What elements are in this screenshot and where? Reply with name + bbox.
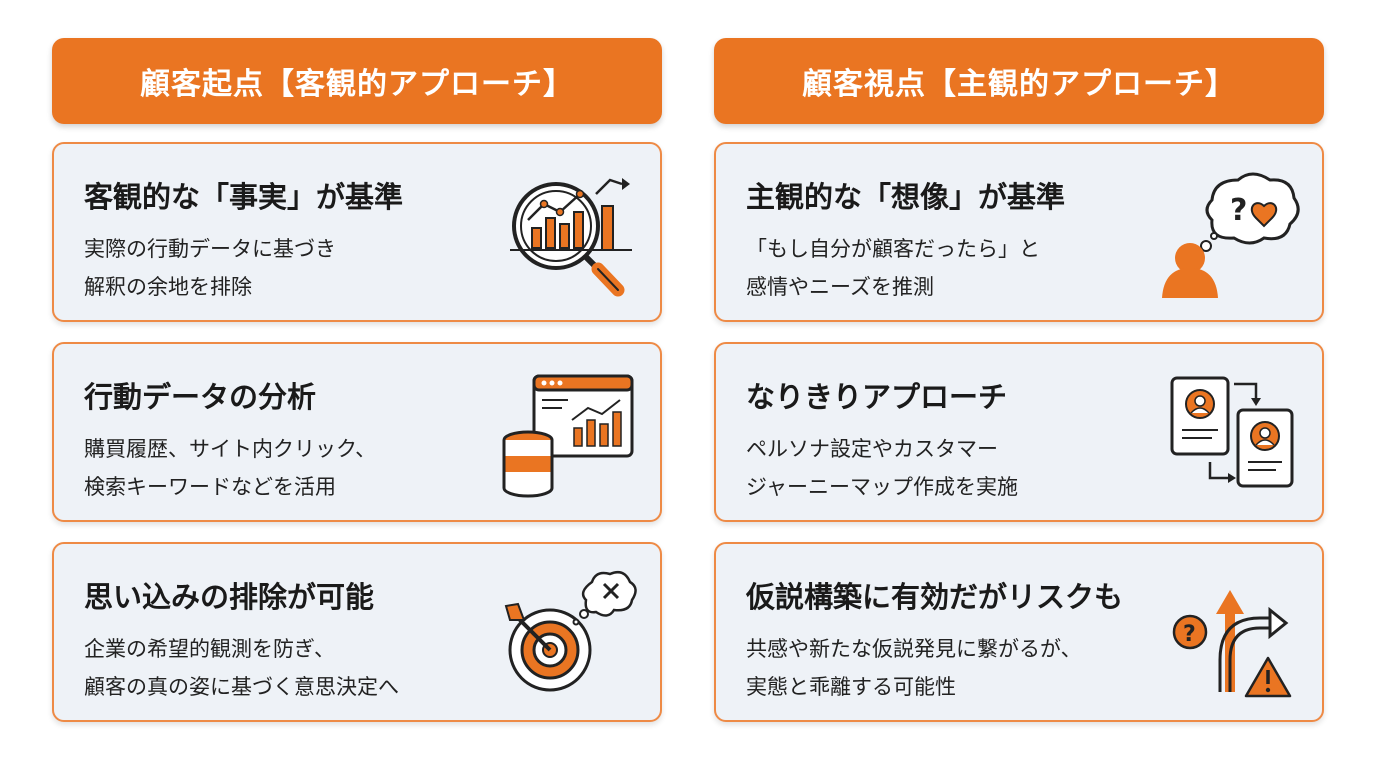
branching-risk-icon: ? [1172, 590, 1292, 698]
card-description-line: 実態と乖離する可能性 [746, 675, 956, 699]
card-title: 行動データの分析 [84, 380, 317, 414]
card-eliminate-bias: 思い込みの排除が可能 企業の希望的観測を防ぎ、 顧客の真の姿に基づく意思決定へ [52, 542, 662, 722]
card-description-line: 共感や新たな仮説発見に繋がるが、 [746, 637, 1082, 661]
card-description: ペルソナ設定やカスタマー ジャーニーマップ作成を実施 [746, 430, 1018, 506]
card-description-line: ジャーニーマップ作成を実施 [746, 475, 1018, 499]
card-description-line: 企業の希望的観測を防ぎ、 [84, 637, 335, 661]
card-description-line: 検索キーワードなどを活用 [84, 475, 336, 499]
card-description-line: 解釈の余地を排除 [84, 275, 252, 299]
card-behavior-data: 行動データの分析 購買履歴、サイト内クリック、 検索キーワードなどを活用 [52, 342, 662, 522]
thinking-person-icon: ? [1162, 172, 1300, 298]
card-description-line: 「もし自分が顧客だったら」と [746, 237, 1040, 261]
card-description-line: 購買履歴、サイト内クリック、 [84, 437, 377, 461]
card-title: 仮説構築に有効だがリスクも [746, 580, 1124, 614]
card-description-line: 顧客の真の姿に基づく意思決定へ [84, 675, 399, 699]
card-objective-fact: 客観的な「事実」が基準 実際の行動データに基づき 解釈の余地を排除 [52, 142, 662, 322]
subjective-column: 顧客視点【主観的アプローチ】 主観的な「想像」が基準 「もし自分が顧客だったら」… [714, 38, 1324, 722]
card-title: 客観的な「事実」が基準 [84, 180, 404, 214]
svg-text:?: ? [1230, 193, 1247, 228]
card-description-line: ペルソナ設定やカスタマー [746, 437, 998, 461]
subjective-header: 顧客視点【主観的アプローチ】 [714, 38, 1324, 124]
card-title: なりきりアプローチ [746, 380, 1008, 414]
target-arrow-icon [504, 571, 637, 692]
card-description-line: 実際の行動データに基づき [84, 237, 336, 261]
persona-cards-icon [1170, 376, 1294, 488]
card-description: 購買履歴、サイト内クリック、 検索キーワードなどを活用 [84, 430, 376, 506]
card-title: 主観的な「想像」が基準 [746, 180, 1066, 214]
card-title: 思い込みの排除が可能 [84, 580, 375, 614]
svg-text:?: ? [1183, 622, 1196, 647]
card-description-line: 感情やニーズを推測 [746, 275, 934, 299]
objective-header: 顧客起点【客観的アプローチ】 [52, 38, 662, 124]
card-subjective-imagination: 主観的な「想像」が基準 「もし自分が顧客だったら」と 感情やニーズを推測 ? [714, 142, 1324, 322]
card-description: 「もし自分が顧客だったら」と 感情やニーズを推測 [746, 230, 1040, 306]
card-hypothesis-risk: 仮説構築に有効だがリスクも 共感や新たな仮説発見に繋がるが、 実態と乖離する可能… [714, 542, 1324, 722]
card-description: 共感や新たな仮説発見に繋がるが、 実態と乖離する可能性 [746, 630, 1082, 706]
database-dashboard-icon [502, 374, 634, 498]
card-description: 企業の希望的観測を防ぎ、 顧客の真の姿に基づく意思決定へ [84, 630, 399, 706]
objective-column: 顧客起点【客観的アプローチ】 客観的な「事実」が基準 実際の行動データに基づき … [52, 38, 662, 722]
card-roleplay: なりきりアプローチ ペルソナ設定やカスタマー ジャーニーマップ作成を実施 [714, 342, 1324, 522]
card-description: 実際の行動データに基づき 解釈の余地を排除 [84, 230, 336, 306]
magnifier-chart-icon [510, 178, 632, 297]
